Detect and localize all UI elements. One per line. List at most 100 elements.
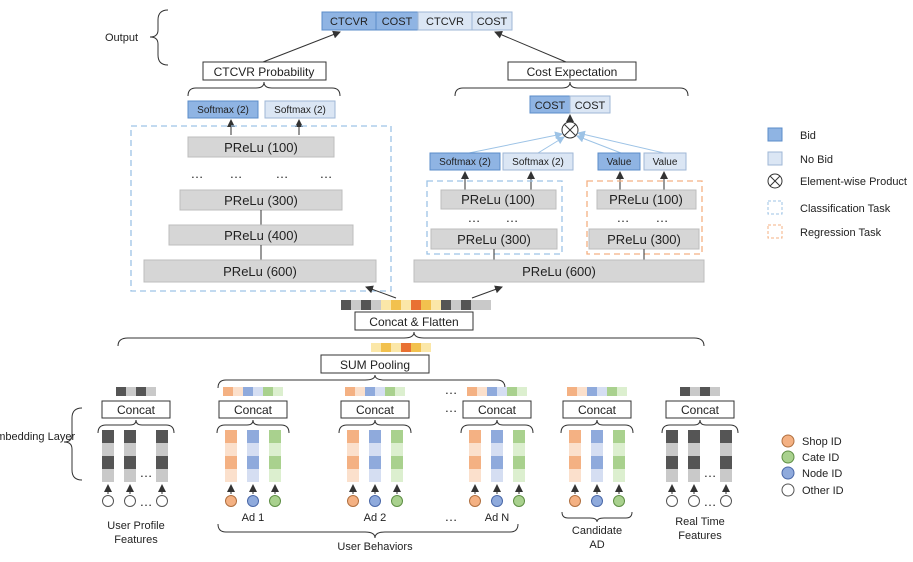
user-behaviors-label: User Behaviors bbox=[337, 541, 413, 553]
legend-nobid-swatch bbox=[767, 151, 783, 166]
link-value1-product bbox=[576, 134, 622, 154]
ad2-label: Ad 2 bbox=[364, 512, 387, 524]
reg-prelu-100-label: PReLu (100) bbox=[609, 192, 683, 207]
candidate-brace bbox=[560, 419, 634, 434]
reg-dots-2: … bbox=[656, 210, 669, 225]
ad1-node-id-icon bbox=[247, 495, 259, 507]
left-softmax-nobid bbox=[264, 100, 336, 119]
cost-cell-bid-label: COST bbox=[535, 100, 566, 112]
ad1-mini-vector-cell bbox=[253, 387, 263, 396]
ctcvr-probability-box bbox=[202, 61, 327, 81]
ad1-concat-label: Concat bbox=[234, 403, 273, 417]
output-cell-cost-nobid bbox=[471, 11, 513, 31]
ad1-mini-vector-cell bbox=[273, 387, 283, 396]
realtime-embed-cell bbox=[720, 430, 732, 443]
user-profile-label-1: User Profile bbox=[107, 520, 164, 532]
ad2-shop-embed-cell bbox=[347, 430, 359, 443]
user-profile-label-2: Features bbox=[114, 534, 158, 546]
ad2-node-embed-cell bbox=[369, 443, 381, 456]
user-profile-dots-col: … bbox=[140, 465, 153, 480]
user-profile-embed-cell bbox=[102, 469, 114, 482]
ad1-shop-embed-cell bbox=[225, 469, 237, 482]
user-profile-embed-cell bbox=[102, 456, 114, 469]
user-profile-embed-cell bbox=[102, 443, 114, 456]
cls-prelu-300-label: PReLu (300) bbox=[457, 232, 531, 247]
legend-node-icon bbox=[781, 466, 795, 480]
legend-other-icon bbox=[781, 483, 795, 497]
candidate-mini-vector-cell bbox=[597, 387, 607, 396]
sum-pooling-box bbox=[320, 354, 430, 374]
ad1-label: Ad 1 bbox=[242, 512, 265, 524]
left-dots-3: … bbox=[276, 166, 289, 181]
adn-shop-embed-cell bbox=[469, 430, 481, 443]
realtime-embed-cell bbox=[666, 443, 678, 456]
sum-pooling-label: SUM Pooling bbox=[340, 358, 410, 372]
ad2-concat-box bbox=[340, 400, 410, 419]
ad1-brace bbox=[216, 419, 290, 434]
adn-mini-vector-cell bbox=[507, 387, 517, 396]
left-dots-2: … bbox=[230, 166, 243, 181]
legend-cate-label: Cate ID bbox=[802, 452, 839, 464]
ad2-concat-label: Concat bbox=[356, 403, 395, 417]
output-text-2: COST bbox=[382, 16, 413, 28]
candidate-label-2: AD bbox=[589, 539, 604, 551]
adn-node-embed-cell bbox=[491, 443, 503, 456]
legend-regression-label: Regression Task bbox=[800, 227, 882, 239]
candidate-concat-box bbox=[562, 400, 632, 419]
ad1-mini-vector-cell bbox=[233, 387, 243, 396]
legend-other-label: Other ID bbox=[802, 485, 844, 497]
left-dots-4: … bbox=[320, 166, 333, 181]
concat-flatten-label: Concat & Flatten bbox=[369, 315, 458, 329]
ad2-cate-id-icon bbox=[391, 495, 403, 507]
realtime-concat-box bbox=[665, 400, 735, 419]
ad2-shop-embed-cell bbox=[347, 443, 359, 456]
adn-label: Ad N bbox=[485, 512, 510, 524]
candidate-node-embed-cell bbox=[591, 469, 603, 482]
candidate-mini-vector-cell bbox=[567, 387, 577, 396]
behavior-dots-bottom: … bbox=[445, 509, 458, 524]
adn-brace bbox=[460, 419, 534, 434]
adn-concat-box bbox=[462, 400, 532, 419]
ad2-cate-embed-cell bbox=[391, 469, 403, 482]
legend-node-label: Node ID bbox=[802, 468, 842, 480]
ctcvr-probability-label: CTCVR Probability bbox=[214, 65, 315, 79]
candidate-shop-id-icon bbox=[569, 495, 581, 507]
left-prelu-400-label: PReLu (400) bbox=[224, 228, 298, 243]
user-profile-concat-label: Concat bbox=[117, 403, 156, 417]
legend-classification-swatch bbox=[767, 200, 783, 215]
adn-mini-vector-cell bbox=[467, 387, 477, 396]
left-softmax-bid-label: Softmax (2) bbox=[197, 105, 249, 116]
adn-shop-embed-cell bbox=[469, 469, 481, 482]
legend-bid-label: Bid bbox=[800, 130, 816, 142]
realtime-mini-vector-cell bbox=[680, 387, 690, 396]
arrow-left-to-output bbox=[262, 30, 341, 63]
candidate-brace bbox=[561, 511, 633, 523]
adn-cate-id-icon bbox=[513, 495, 525, 507]
candidate-concat-label: Concat bbox=[578, 403, 617, 417]
right-value-bid bbox=[597, 152, 641, 171]
cost-cell-nobid-label: COST bbox=[575, 100, 606, 112]
user-profile-concat-box bbox=[101, 400, 171, 419]
left-dots-1: … bbox=[191, 166, 204, 181]
ad1-shop-id-icon bbox=[225, 495, 237, 507]
ad2-shop-id-icon bbox=[347, 495, 359, 507]
candidate-node-embed-cell bbox=[591, 443, 603, 456]
sum-pooling-brace bbox=[217, 374, 506, 389]
candidate-node-embed-cell bbox=[591, 430, 603, 443]
realtime-other-id-icon bbox=[688, 495, 700, 507]
cls-dots-1: … bbox=[468, 210, 481, 225]
link-value2-product bbox=[577, 130, 665, 154]
left-softmax-nobid-label: Softmax (2) bbox=[274, 105, 326, 116]
user-profile-mini-vector-cell bbox=[136, 387, 146, 396]
embedding-layer-label: Embedding Layer bbox=[0, 431, 75, 443]
user-profile-embed-cell bbox=[156, 443, 168, 456]
left-softmax-bid bbox=[187, 100, 259, 119]
left-prelu-600 bbox=[143, 259, 377, 283]
cost-cell-nobid bbox=[569, 95, 611, 114]
embedding-brace bbox=[63, 407, 83, 481]
cost-expectation-box bbox=[507, 61, 637, 81]
legend-bid-swatch bbox=[767, 127, 783, 142]
output-text-1: CTCVR bbox=[330, 16, 368, 28]
adn-mini-vector-cell bbox=[497, 387, 507, 396]
